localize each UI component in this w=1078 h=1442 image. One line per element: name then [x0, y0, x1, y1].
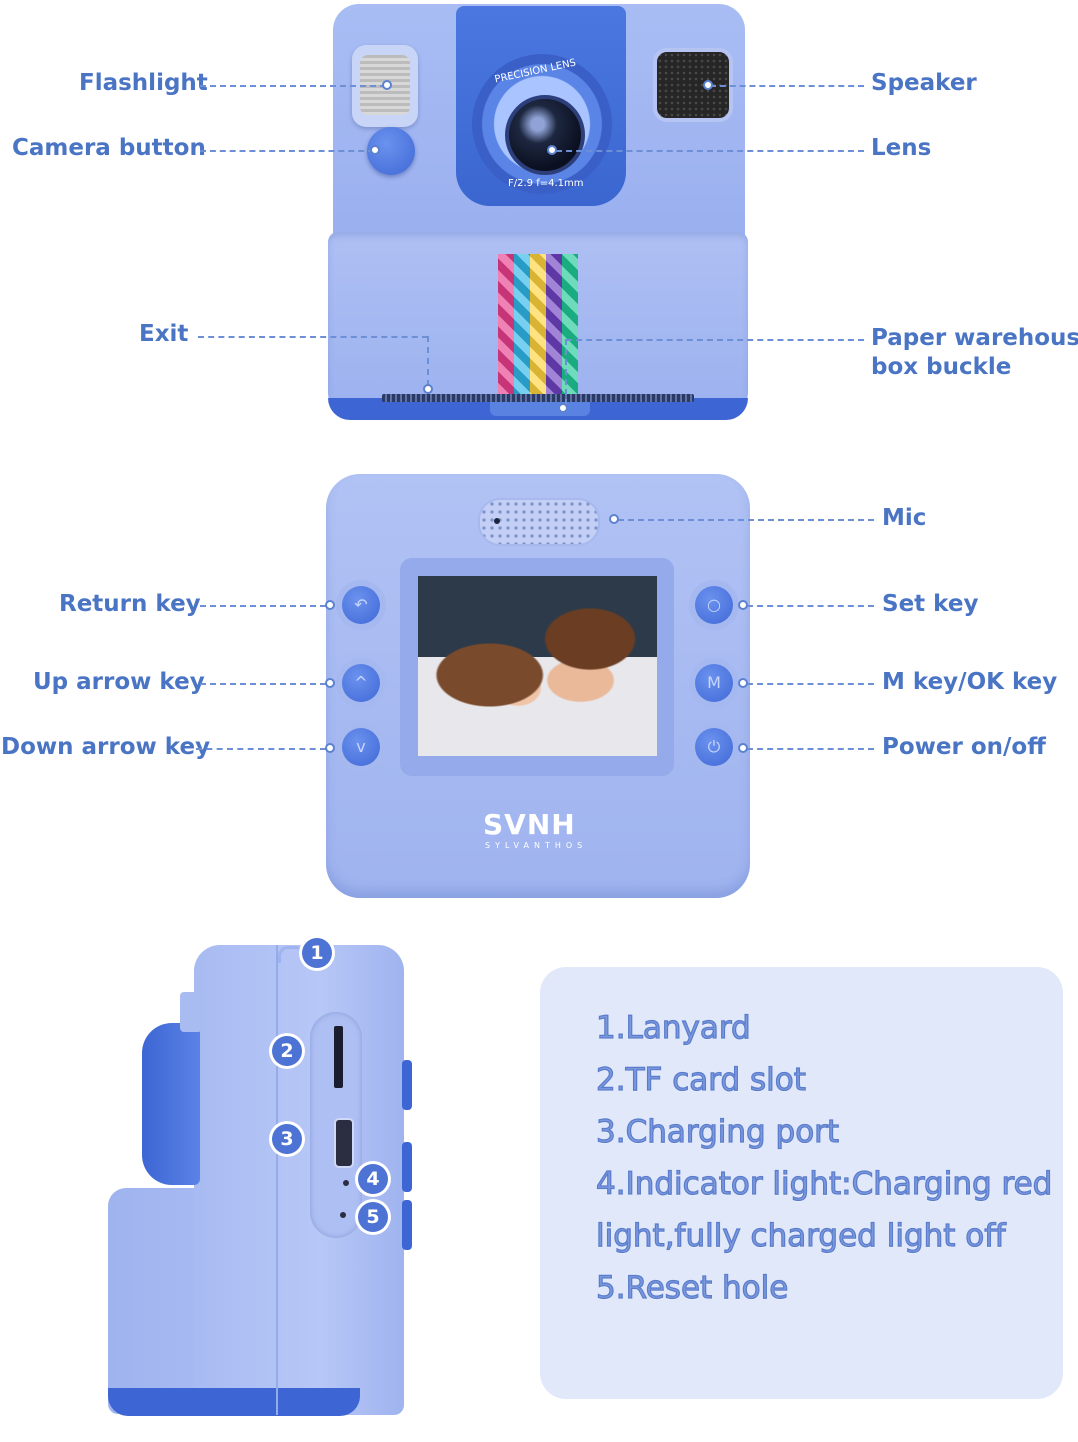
pointer-set-key: [738, 600, 748, 610]
up-arrow-key[interactable]: ^: [342, 664, 380, 702]
legend-item-1: 1.Lanyard: [595, 1009, 751, 1046]
pointer-lens: [547, 145, 557, 155]
pointer-return-key: [325, 600, 335, 610]
label-flashlight: Flashlight: [79, 70, 208, 96]
pointer-power: [738, 743, 748, 753]
label-power: Power on/off: [882, 734, 1046, 760]
leader-paper-vertical: [565, 339, 567, 405]
paper-warehouse-buckle: [490, 402, 590, 416]
pointer-camera-button: [370, 145, 380, 155]
reset-hole[interactable]: [340, 1212, 346, 1218]
leader-m-ok-key: [747, 683, 874, 685]
mic-grill: [478, 498, 600, 546]
label-paper-line2: box buckle: [871, 354, 1012, 380]
brand-logo-sub: SYLVANTHOS: [485, 841, 588, 850]
pointer-up-arrow-key: [325, 678, 335, 688]
legend-item-3: 3.Charging port: [595, 1113, 840, 1150]
pointer-down-arrow-key: [325, 743, 335, 753]
legend-item-5: 5.Reset hole: [595, 1269, 789, 1306]
lens-print-bottom: F/2.9 f=4.1mm: [508, 178, 584, 189]
leader-set-key: [747, 605, 874, 607]
lens-glass: [505, 95, 585, 175]
speaker-grill: [653, 48, 733, 122]
pointer-m-ok-key: [738, 678, 748, 688]
label-set-key: Set key: [882, 591, 979, 617]
legend-card: [540, 967, 1063, 1399]
pointer-paper-buckle: [558, 403, 568, 413]
printed-paper: [498, 254, 578, 394]
label-return-key: Return key: [59, 591, 201, 617]
label-mic: Mic: [882, 505, 927, 531]
side-lens-barrel: [142, 1023, 200, 1185]
leader-paper-horizontal: [566, 339, 864, 341]
leader-return-key: [200, 605, 326, 607]
side-flash-bump: [180, 992, 202, 1032]
down-arrow-key[interactable]: v: [342, 728, 380, 766]
label-lens: Lens: [871, 135, 932, 161]
pointer-exit: [423, 384, 433, 394]
label-exit: Exit: [139, 321, 189, 347]
side-button-upper[interactable]: [402, 1060, 412, 1110]
label-camera-button: Camera button: [12, 135, 206, 161]
callout-2: 2: [272, 1036, 302, 1066]
label-down-arrow-key: Down arrow key: [1, 734, 211, 760]
pointer-flashlight: [382, 80, 392, 90]
pointer-speaker: [703, 80, 713, 90]
screen-photo: [418, 576, 657, 756]
indicator-light: [343, 1180, 349, 1186]
leader-exit-horizontal: [198, 336, 428, 338]
callout-4: 4: [358, 1164, 388, 1194]
leader-down-arrow-key: [196, 748, 326, 750]
label-up-arrow-key: Up arrow key: [33, 669, 205, 695]
mic-hole: [494, 518, 500, 524]
callout-5: 5: [358, 1202, 388, 1232]
leader-power: [747, 748, 874, 750]
label-paper-line1: Paper warehouse: [871, 325, 1078, 351]
brand-logo: SVNH: [483, 808, 576, 841]
return-key[interactable]: ↶: [342, 586, 380, 624]
legend-item-4-cont: light,fully charged light off: [595, 1217, 1006, 1254]
leader-camera-button: [200, 150, 374, 152]
leader-speaker: [710, 85, 864, 87]
leader-exit-vertical: [427, 336, 429, 386]
label-speaker: Speaker: [871, 70, 977, 96]
charging-port[interactable]: [334, 1118, 354, 1168]
power-key[interactable]: ⏻: [695, 728, 733, 766]
label-m-ok-key: M key/OK key: [882, 669, 1058, 695]
legend-item-4: 4.Indicator light:Charging red: [595, 1165, 1053, 1202]
callout-1: 1: [302, 938, 332, 968]
leader-flashlight: [200, 85, 386, 87]
m-ok-key[interactable]: M: [695, 664, 733, 702]
tf-card-slot[interactable]: [334, 1026, 343, 1088]
side-button-middle[interactable]: [402, 1142, 412, 1192]
callout-3: 3: [272, 1124, 302, 1154]
leader-up-arrow-key: [200, 683, 326, 685]
printed-paper-pattern: [498, 254, 578, 394]
legend-item-2: 2.TF card slot: [595, 1061, 806, 1098]
side-seam: [276, 945, 278, 1415]
set-key[interactable]: ○: [695, 586, 733, 624]
paper-exit-slot: [382, 394, 694, 402]
side-base-stripe: [108, 1388, 360, 1416]
pointer-mic: [609, 514, 619, 524]
side-button-lower[interactable]: [402, 1200, 412, 1250]
leader-lens: [556, 150, 864, 152]
leader-mic: [618, 519, 874, 521]
